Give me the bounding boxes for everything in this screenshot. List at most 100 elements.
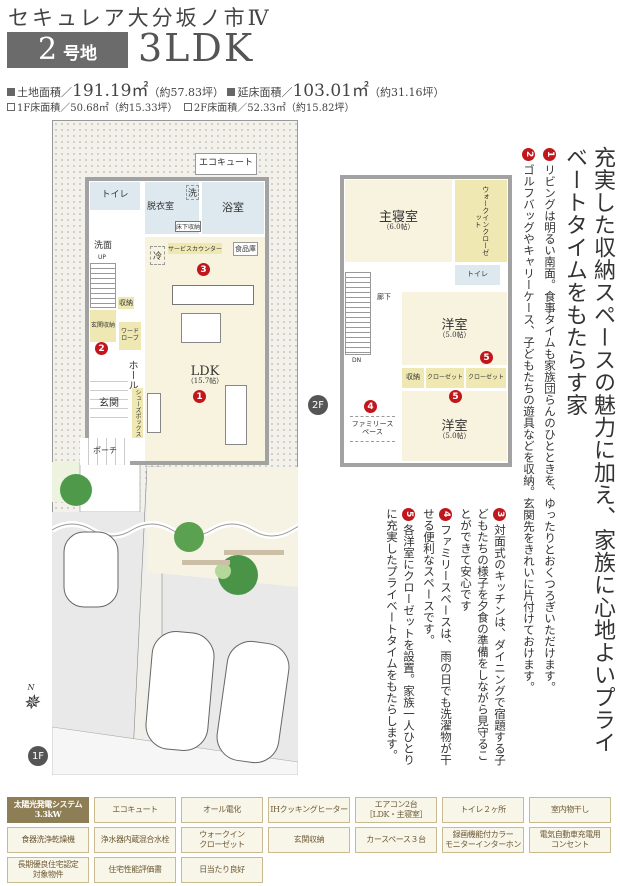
tree [174,522,204,552]
feature-tag: カースペース３台 [355,827,437,853]
point-5-text: 各洋室にクローゼットを設置。家族一人ひとりに充実したプライベートタイムをもたらし… [385,508,416,766]
porch: ポーチ [80,438,130,465]
point-badge-5: 5 [480,351,493,364]
point-badge-4: 4 [364,400,377,413]
kitchen-counter [172,285,254,305]
western2-size: （5.0帖） [438,432,471,440]
room-master-bedroom: 主寝室（6.0帖） [345,180,452,262]
pantry: 食品庫 [233,242,258,256]
feature-tag: エコキュート [94,797,176,823]
feature-tag: 電気自動車充電用 コンセント [529,827,611,853]
point-1-text: リビングは明るい南面。食事タイムも家族団らんのひとときを、ゆったりとおくつろぎい… [543,164,557,693]
exterior-drawing [52,462,298,775]
compass-north-label: N [27,683,35,692]
land-area-tsubo: （約57.83坪） [148,86,224,99]
master-size: （6.0帖） [382,223,415,231]
room-toilet-1f: トイレ [90,182,140,210]
western2-label: 洋室 [441,419,468,434]
room-washroom: 洗面 [94,241,113,251]
stairs-up-label: UP [98,254,107,261]
fridge-space: 冷 [150,246,166,265]
square-outline-icon [183,103,192,111]
point-badge-1: 1 [193,390,206,403]
feature-tag: 住宅性能評価書 [94,857,176,883]
ecocute-unit: エコキュート [195,153,257,175]
point-4-text: ファミリースペースは、雨の日でも洗濯物が干せる便利なスペースです。 [422,508,453,766]
feature-tag: ウォークイン クローゼット [181,827,263,853]
feature-tag: 浄水器内蔵混合水栓 [94,827,176,853]
point-2: 2ゴルフバッグやキャリーケース、子どもたちの遊具などを収納。玄関先をきれいに片付… [520,148,537,748]
floor-areas: 1F床面積／50.68㎡（約15.33坪） 2F床面積／52.33㎡（約15.8… [7,99,354,114]
point-2-badge: 2 [522,148,535,161]
shoebox: シューズボックス [132,388,143,438]
lot-number: 2 [37,32,58,67]
layout-type: 3LDK [138,26,255,70]
stairs-1f [90,263,116,308]
land-area: 191.19㎡ [72,81,149,101]
point-badge-2: 2 [95,342,108,355]
walk-in-closet: ウォークインクローゼット [455,180,507,262]
service-counter: サービスカウンター [168,243,223,254]
square-bullet-icon [227,88,236,96]
garden-bench [224,550,284,555]
floor-area: 103.01㎡ [292,81,369,101]
tv-stand [147,393,161,433]
feature-tag: トイレ２ヶ所 [442,797,524,823]
land-area-label: 土地面積／ [17,86,72,99]
tree [60,474,92,506]
ldk-name: LDK [190,364,220,379]
family-space: ファミリースペース [350,416,395,442]
feature-tag: 長期優良住宅認定 対象物件 [7,857,89,883]
ldk-size: （15.7帖） [186,377,224,385]
feature-tag: IHクッキングヒーター [268,797,350,823]
point-4-badge: 4 [439,508,452,521]
point-3-badge: 3 [493,508,506,521]
room-hall: ホール [126,360,137,390]
compass-rose-icon: ✵ [22,690,40,714]
feature-tag: エアコン2台 ［LDK・主寝室］ [355,797,437,823]
point-3: 3対面式のキッチンは、ダイニングで宿題する子どもたちの様子を夕食の準備をしながら… [457,508,508,770]
car-parked [145,631,215,751]
point-3-text: 対面式のキッチンは、ダイニングで宿題する子どもたちの様子を夕食の準備をしながら見… [459,508,507,766]
feature-tag: 食器洗浄乾燥機 [7,827,89,853]
property-title: セキュレア大分坂ノ市Ⅳ [8,6,272,30]
shrub [215,563,231,579]
sofa [225,385,247,445]
point-5: 5各洋室にクローゼットを設置。家族一人ひとりに充実したプライベートタイムをもたら… [383,508,417,770]
garden-bench [182,560,230,565]
feature-tag: 室内物干し [529,797,611,823]
entrance-storage: 玄関収納 [90,310,116,342]
gravel-edge [52,726,298,775]
point-4: 4ファミリースペースは、雨の日でも洗濯物が干せる便利なスペースです。 [420,508,454,770]
western1-label: 洋室 [441,317,468,333]
feature-tag: 録画機能付カラー モニターインターホン [442,827,524,853]
lot-number-box: 2 号地 [7,32,128,68]
area-summary: 土地面積／191.19㎡（約57.83坪） 延床面積／103.01㎡（約31.1… [7,76,444,101]
room-bath: 浴室 [202,182,264,234]
western1-size: （5.0帖） [438,330,471,339]
wardrobe: ワードローブ [119,322,141,350]
floor-area-tsubo: （約31.16坪） [368,86,445,99]
car-parked [216,640,290,764]
ldk-label: LDK（15.7帖） [170,365,240,385]
floor2-area: 2F床面積／52.33㎡（約15.82坪） [193,103,355,114]
feature-tag: 日当たり良好 [181,857,263,883]
corridor-label: 廊下 [377,293,391,301]
underfloor-storage: 床下収納 [175,221,202,232]
car-parked [63,531,119,608]
point-5-badge: 5 [402,508,415,521]
storage-1f: 収納 [118,297,134,309]
wic-label: ウォークインクローゼット [474,186,490,256]
floor-badge-2f: 2F [308,395,328,415]
dining-table [181,313,221,343]
master-label: 主寝室 [378,210,418,225]
stairs-down-label: DN [352,357,362,364]
closet-1: クローゼット [426,368,464,388]
room-toilet-2f: トイレ [455,265,500,285]
square-bullet-icon [7,88,15,96]
floor-area-label: 延床面積／ [237,86,293,99]
dressing-label: 脱衣室 [147,202,175,213]
point-badge-3: 3 [197,263,210,276]
floor-badge-1f: 1F [28,746,48,766]
